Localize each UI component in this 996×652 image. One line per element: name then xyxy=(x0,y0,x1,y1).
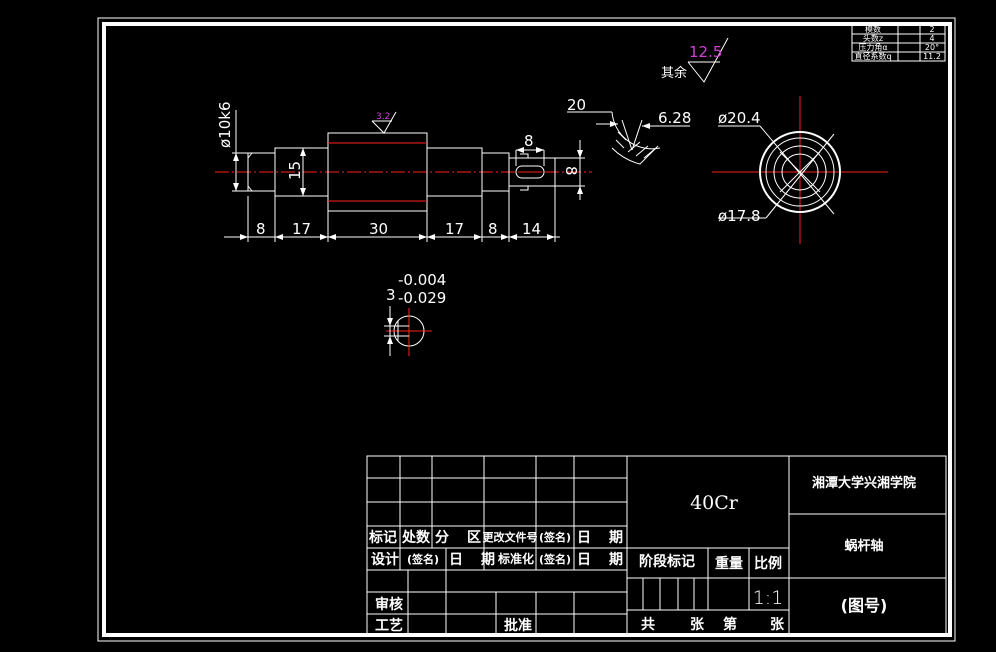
tb-date-c2: 期 xyxy=(609,552,623,568)
dim-phi-outer: ø20.4 xyxy=(718,109,761,127)
part-name: 蜗杆轴 xyxy=(844,538,883,554)
general-roughness-symbol: 12.5 其余 xyxy=(661,37,729,83)
dim-key-tol-upper: -0.004 xyxy=(398,271,446,289)
drawing-number: (图号) xyxy=(841,596,888,615)
dim-len-17b: 17 xyxy=(445,220,464,238)
param-value-2: 20° xyxy=(925,43,939,52)
dim-phi-end: ø10k6 xyxy=(216,102,234,149)
tb-approve: 批准 xyxy=(504,617,532,634)
dim-key-length: 8 xyxy=(524,132,534,150)
end-view: ø20.4 ø17.8 xyxy=(712,96,888,244)
roughness-general-prefix: 其余 xyxy=(661,65,687,81)
tb-sheets-word: 张 xyxy=(690,617,705,633)
dim-len-8b: 8 xyxy=(488,220,498,238)
dim-d15: 15 xyxy=(286,161,304,180)
tb-date-a1: 日 xyxy=(577,530,591,546)
dim-len-30: 30 xyxy=(369,220,388,238)
outer-frame xyxy=(97,17,956,642)
tb-weight: 重量 xyxy=(715,555,743,572)
param-table: 模数 2 头数z 4 压力角α 20° 直径系数q 11.2 xyxy=(851,24,946,62)
tb-process: 工艺 xyxy=(375,617,403,634)
key-section-view: 3 -0.004 -0.029 xyxy=(384,271,446,356)
param-label-3: 直径系数q xyxy=(854,51,891,61)
dim-profile-angle: 20 xyxy=(567,96,586,114)
tb-zone-b: 区 xyxy=(467,530,481,546)
tb-stage-mark: 阶段标记 xyxy=(639,553,695,570)
tb-zone-a: 分 xyxy=(435,530,449,546)
tb-sheets-total: 共 xyxy=(641,616,655,633)
tb-sign-a: (签名) xyxy=(539,530,571,544)
param-label-0: 模数 xyxy=(865,24,881,34)
tb-sign-c: (签名) xyxy=(539,552,571,566)
tb-review: 审核 xyxy=(375,596,403,613)
tb-mark: 标记 xyxy=(368,529,397,546)
scale-value: 1:1 xyxy=(753,587,784,609)
param-value-0: 2 xyxy=(929,25,934,34)
tb-date-c1: 日 xyxy=(577,552,591,568)
dim-key-tol-lower: -0.029 xyxy=(398,289,446,307)
tb-standard: 标准化 xyxy=(497,551,534,566)
tb-sheet-word2: 张 xyxy=(770,617,785,633)
title-block: 40Cr 湘潭大学兴湘学院 蜗杆轴 (图号) 1:1 标记 处数 分 区 更改文… xyxy=(366,455,947,635)
roughness-general-value: 12.5 xyxy=(689,43,722,61)
tb-sign-b: (签名) xyxy=(407,552,439,566)
tb-sheet-no: 第 xyxy=(723,616,737,633)
param-label-2: 压力角α xyxy=(858,42,887,52)
tb-design: 设计 xyxy=(371,551,399,568)
dim-key-width: 3 xyxy=(386,286,396,304)
inner-frame xyxy=(102,22,952,637)
dim-pitch: 6.28 xyxy=(658,109,691,127)
dim-len-17a: 17 xyxy=(292,220,311,238)
material-label: 40Cr xyxy=(690,492,739,514)
dim-d8: 8 xyxy=(562,166,580,176)
tb-date-b1: 日 xyxy=(449,552,463,568)
tooth-profile-detail: 20 6.28 xyxy=(567,96,691,165)
tb-date-a2: 期 xyxy=(609,530,623,546)
tb-count: 处数 xyxy=(401,529,431,546)
shaft-main-view: 3.2 ø10k6 15 8 8 xyxy=(215,102,592,242)
tb-ratio: 比例 xyxy=(754,555,782,572)
roughness-shaft-value: 3.2 xyxy=(376,112,390,122)
param-label-1: 头数z xyxy=(863,33,883,43)
tb-change-doc: 更改文件号 xyxy=(483,530,538,544)
dim-len-8a: 8 xyxy=(256,220,266,238)
dim-len-14: 14 xyxy=(522,220,541,238)
param-value-3: 11.2 xyxy=(923,52,941,61)
tb-date-b2: 期 xyxy=(481,552,495,568)
param-value-1: 4 xyxy=(929,34,934,43)
dim-phi-root: ø17.8 xyxy=(718,207,761,225)
school-name: 湘潭大学兴湘学院 xyxy=(812,475,916,491)
